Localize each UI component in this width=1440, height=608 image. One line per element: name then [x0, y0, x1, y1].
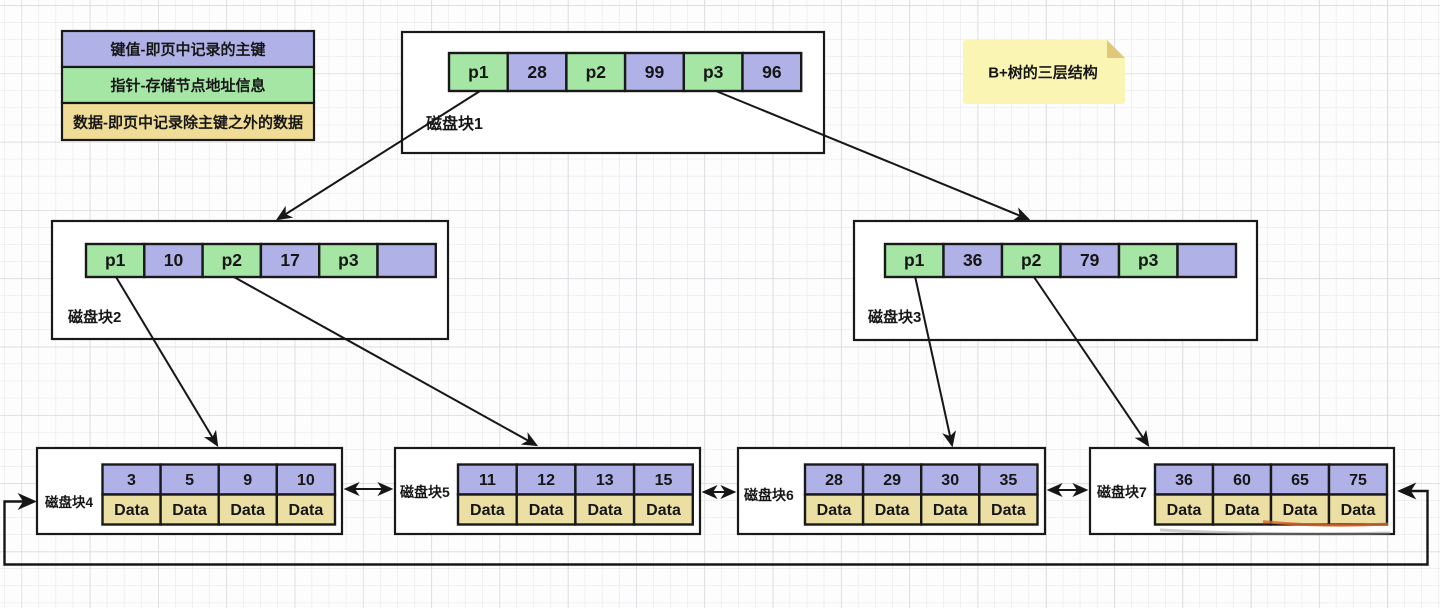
- svg-text:10: 10: [164, 250, 184, 270]
- svg-text:Data: Data: [587, 502, 622, 519]
- svg-text:Data: Data: [933, 502, 968, 519]
- svg-text:Data: Data: [1225, 502, 1260, 519]
- svg-text:磁盘块1: 磁盘块1: [426, 114, 483, 133]
- svg-text:Data: Data: [1283, 502, 1318, 519]
- svg-text:3: 3: [127, 472, 136, 489]
- svg-text:5: 5: [185, 472, 194, 489]
- svg-text:B+树的三层结构: B+树的三层结构: [988, 64, 1098, 82]
- svg-text:指针-存储节点地址信息: 指针-存储节点地址信息: [111, 77, 266, 95]
- svg-text:p3: p3: [338, 250, 359, 270]
- svg-text:17: 17: [280, 250, 299, 270]
- svg-text:数据-即页中记录除主键之外的数据: 数据-即页中记录除主键之外的数据: [73, 114, 303, 132]
- svg-text:36: 36: [963, 250, 983, 270]
- svg-text:Data: Data: [230, 502, 265, 519]
- svg-text:Data: Data: [289, 502, 324, 519]
- svg-text:Data: Data: [875, 502, 910, 519]
- svg-text:磁盘块7: 磁盘块7: [1097, 484, 1147, 500]
- svg-text:28: 28: [825, 472, 843, 489]
- svg-text:p1: p1: [105, 250, 126, 270]
- svg-text:Data: Data: [1167, 502, 1202, 519]
- svg-text:Data: Data: [172, 502, 207, 519]
- svg-text:p3: p3: [1138, 250, 1159, 270]
- svg-text:磁盘块5: 磁盘块5: [400, 484, 450, 500]
- svg-text:13: 13: [596, 472, 614, 489]
- svg-text:79: 79: [1080, 250, 1100, 270]
- svg-text:60: 60: [1233, 472, 1251, 489]
- svg-text:p1: p1: [468, 62, 489, 82]
- svg-text:p2: p2: [586, 62, 607, 82]
- svg-text:Data: Data: [646, 502, 681, 519]
- svg-text:96: 96: [762, 62, 782, 82]
- svg-text:Data: Data: [1341, 502, 1376, 519]
- svg-text:28: 28: [527, 62, 547, 82]
- svg-text:p3: p3: [703, 62, 724, 82]
- svg-text:15: 15: [655, 472, 673, 489]
- svg-text:Data: Data: [114, 502, 149, 519]
- svg-text:11: 11: [479, 472, 496, 489]
- svg-text:99: 99: [645, 62, 665, 82]
- svg-text:Data: Data: [470, 502, 505, 519]
- svg-text:29: 29: [883, 472, 901, 489]
- svg-text:65: 65: [1291, 472, 1309, 489]
- svg-text:10: 10: [297, 472, 315, 489]
- svg-text:9: 9: [243, 472, 252, 489]
- svg-text:磁盘块4: 磁盘块4: [45, 494, 93, 510]
- svg-text:35: 35: [1000, 472, 1018, 489]
- svg-text:36: 36: [1175, 472, 1193, 489]
- svg-text:p1: p1: [904, 250, 925, 270]
- svg-text:30: 30: [941, 472, 959, 489]
- svg-text:p2: p2: [222, 250, 243, 270]
- svg-text:Data: Data: [817, 502, 852, 519]
- svg-text:12: 12: [537, 472, 555, 489]
- svg-text:Data: Data: [991, 502, 1026, 519]
- svg-text:75: 75: [1349, 472, 1367, 489]
- svg-text:键值-即页中记录的主键: 键值-即页中记录的主键: [110, 41, 266, 59]
- svg-text:磁盘块6: 磁盘块6: [744, 487, 794, 503]
- svg-text:磁盘块3: 磁盘块3: [868, 308, 921, 326]
- svg-text:磁盘块2: 磁盘块2: [68, 308, 121, 326]
- svg-text:Data: Data: [529, 502, 564, 519]
- svg-text:p2: p2: [1021, 250, 1042, 270]
